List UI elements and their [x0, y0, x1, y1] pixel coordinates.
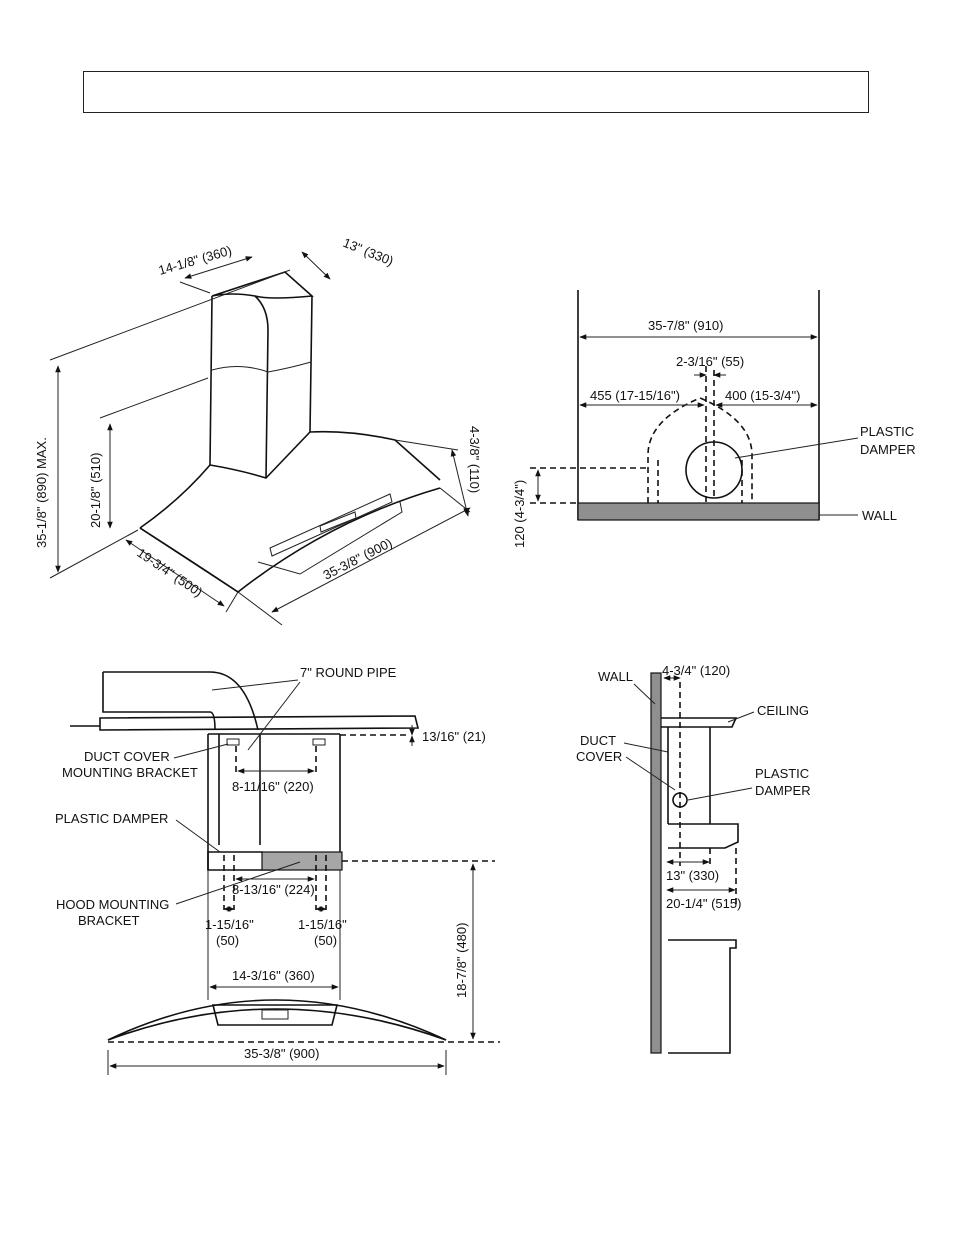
front-control-panel: [211, 1004, 339, 1026]
front-view: 7" ROUND PIPE DUCT COVER MOUNTING BRACKE…: [55, 665, 500, 1075]
iso-dim-hood-width-line: [271, 507, 471, 613]
iso-dim-ext: [237, 591, 283, 626]
iso-dim-chimney-depth: 13" (330): [341, 235, 396, 269]
side-duct-leader-b: [625, 756, 676, 791]
front-hood-bracket-leader: [175, 861, 301, 905]
side-dim-depth-long: 20-1/4" (515): [666, 896, 741, 911]
front-bracket-slot-right: [312, 738, 326, 746]
side-label-wall: WALL: [598, 669, 633, 684]
side-dim-wall-offset: 4-3/4" (120): [662, 663, 730, 678]
iso-dim-max-height: 35-1/8" (890) MAX.: [34, 437, 49, 548]
front-label-hood-bracket-2: BRACKET: [78, 913, 139, 928]
top-dim-height: 120 (4-3/4"): [512, 480, 527, 548]
iso-dim-ext: [439, 487, 471, 513]
iso-dim-hood-depth: 19-3/4" (500): [134, 545, 205, 600]
iso-dim-min-height: 20-1/8" (510): [88, 453, 103, 528]
front-pipe-leader-b: [247, 681, 301, 751]
front-label-duct-bracket-1: DUCT COVER: [84, 749, 170, 764]
iso-dim-ext-mid: [99, 377, 209, 419]
top-dim-total-width: 35-7/8" (910): [648, 318, 723, 333]
side-hood: [668, 823, 739, 849]
front-label-round-pipe: 7" ROUND PIPE: [300, 665, 397, 680]
front-damper-bracket: [207, 851, 272, 871]
front-dim-bracket-height: 18-7/8" (480): [454, 923, 469, 998]
front-pipe-bottom: [102, 672, 216, 731]
iso-dim-chimney-width: 14-1/8" (360): [157, 243, 234, 278]
front-dim-top-offset: 13/16" (21): [422, 729, 486, 744]
iso-dim-hood-depth-line: [125, 539, 225, 607]
top-damper-leader: [734, 437, 859, 459]
iso-dim-hood-height-line: [450, 449, 470, 517]
side-damper-circle: [672, 792, 688, 808]
iso-chimney-front-edge: [254, 295, 269, 479]
front-pipe-leader-a: [211, 679, 299, 691]
side-ceiling: [661, 717, 738, 728]
top-label-damper-1: PLASTIC: [860, 424, 914, 439]
side-view: WALL 4-3/4" (120) CEILING DUCT COVER PLA…: [576, 663, 811, 1054]
iso-chimney-right-edge: [309, 295, 313, 433]
front-ceiling: [99, 715, 420, 731]
iso-dim-hood-height: 4-3/8" (110): [467, 426, 482, 493]
iso-dim-ext-bottom: [49, 529, 139, 579]
front-hood-glass-top: [107, 999, 447, 1041]
side-label-damper-2: DAMPER: [755, 783, 811, 798]
front-dim-hood-width: 35-3/8" (900): [244, 1046, 319, 1061]
top-dim-right: 400 (15-3/4"): [725, 388, 800, 403]
front-dim-left-edge-2: (50): [216, 933, 239, 948]
front-dim-bracket-spacing: 8-11/16" (220): [232, 779, 314, 794]
front-dim-hood-bracket-spacing: 8-13/16" (224): [232, 882, 315, 897]
front-dim-chimney-width: 14-3/16" (360): [232, 968, 315, 983]
front-bracket-slot-left: [226, 738, 240, 746]
front-label-duct-bracket-2: MOUNTING BRACKET: [62, 765, 198, 780]
front-hood-bracket: [261, 851, 343, 871]
side-label-damper-1: PLASTIC: [755, 766, 809, 781]
side-label-duct-1: DUCT: [580, 733, 616, 748]
side-duct-leader-a: [623, 742, 669, 753]
iso-dim-hood-width: 35-3/8" (900): [321, 535, 395, 583]
iso-chimney-left-edge: [209, 295, 213, 466]
top-dim-offset: 2-3/16" (55): [676, 354, 744, 369]
side-damper-leader: [687, 787, 753, 801]
top-label-damper-2: DAMPER: [860, 442, 916, 457]
front-dim-right-edge-1: 1-15/16": [298, 917, 347, 932]
side-label-ceiling: CEILING: [757, 703, 809, 718]
side-wall-leader: [633, 683, 656, 705]
iso-view: 14-1/8" (360) 13" (330) 35-1/8" (890) MA…: [34, 235, 482, 626]
top-dim-left: 455 (17-15/16"): [590, 388, 680, 403]
front-hood-glass-bottom: [107, 1008, 447, 1041]
title-box: [83, 71, 869, 113]
iso-hood-top: [139, 430, 441, 529]
top-wall-block: [577, 502, 820, 521]
side-wall: [650, 672, 662, 1054]
front-pipe-top: [103, 671, 259, 731]
front-label-hood-bracket-1: HOOD MOUNTING: [56, 897, 169, 912]
iso-dim-chimney-width-line: [184, 256, 253, 279]
front-dim-left-edge-1: 1-15/16": [205, 917, 254, 932]
front-label-damper: PLASTIC DAMPER: [55, 811, 168, 826]
front-dim-right-edge-2: (50): [314, 933, 337, 948]
iso-chimney-joint: [211, 361, 312, 373]
front-display: [261, 1009, 289, 1020]
front-damper-leader: [175, 819, 221, 853]
side-label-duct-2: COVER: [576, 749, 622, 764]
top-view: 35-7/8" (910) 2-3/16" (55) 455 (17-15/16…: [512, 290, 916, 548]
top-label-wall: WALL: [862, 508, 897, 523]
iso-dim-ext: [394, 439, 459, 451]
front-bracket-leader: [173, 743, 229, 759]
iso-dim-chimney-depth-line: [301, 251, 331, 280]
iso-dim-ext: [225, 591, 239, 613]
top-chimney-outline: [647, 397, 753, 503]
iso-dim-ext: [179, 281, 211, 294]
iso-dim-ext-top: [49, 269, 291, 361]
side-cabinet: [668, 939, 737, 1054]
side-dim-depth-short: 13" (330): [666, 868, 719, 883]
side-ceiling-leader: [727, 711, 755, 723]
